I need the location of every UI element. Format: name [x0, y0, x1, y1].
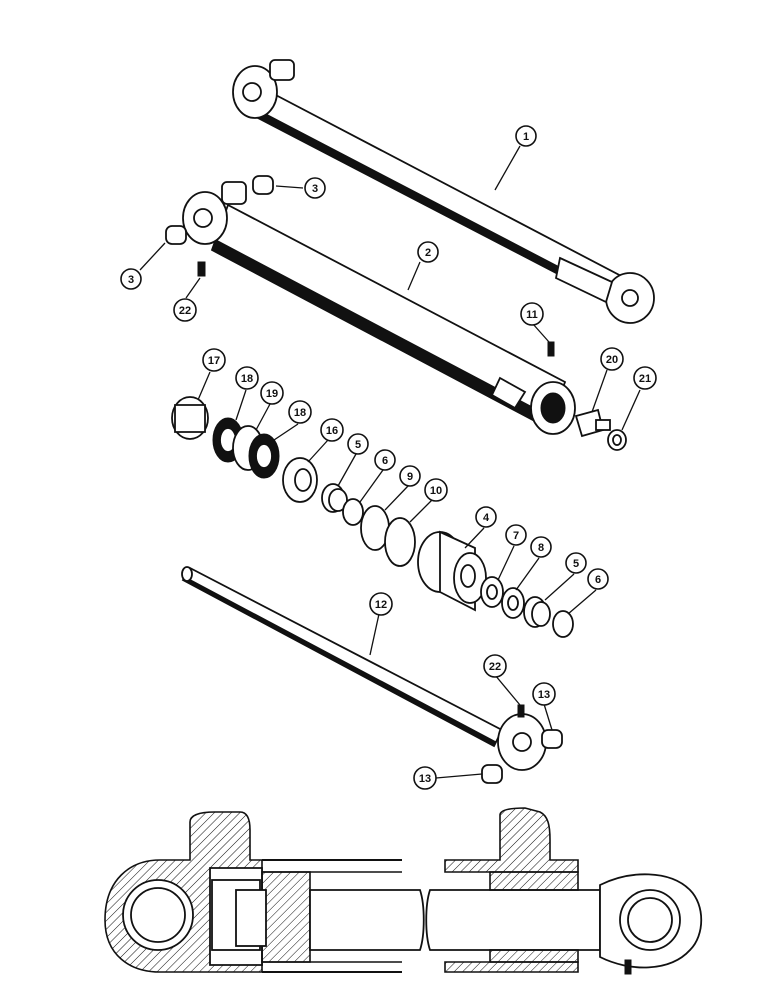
o-ring-6-left [342, 498, 364, 526]
svg-text:19: 19 [266, 388, 278, 400]
callout-22-rod: 22 [483, 654, 507, 678]
piston-rod [181, 566, 547, 771]
svg-text:1: 1 [523, 131, 529, 143]
svg-text:7: 7 [513, 530, 519, 542]
bushing-lower [165, 225, 187, 245]
callout-3-lower: 3 [120, 268, 142, 290]
svg-text:22: 22 [489, 661, 501, 673]
callout-3-upper: 3 [304, 177, 326, 199]
callout-5-left: 5 [347, 433, 369, 455]
callout-22-barrel: 22 [173, 298, 197, 322]
callout-9: 9 [399, 465, 421, 487]
svg-text:11: 11 [526, 309, 538, 321]
svg-text:13: 13 [419, 773, 431, 785]
svg-text:21: 21 [639, 373, 651, 385]
svg-text:10: 10 [430, 485, 442, 497]
rod-bushing-right [541, 729, 563, 749]
rod-bushing-left [481, 764, 503, 784]
callout-10: 10 [424, 478, 448, 502]
svg-text:13: 13 [538, 689, 550, 701]
callout-18-right: 18 [288, 400, 312, 424]
svg-text:22: 22 [179, 305, 191, 317]
svg-text:3: 3 [312, 183, 318, 195]
svg-text:5: 5 [573, 558, 579, 570]
callout-19: 19 [260, 381, 284, 405]
washer-21 [607, 429, 627, 451]
svg-text:6: 6 [382, 455, 388, 467]
svg-text:12: 12 [375, 599, 387, 611]
piston-seal-assembly [212, 417, 280, 479]
svg-text:5: 5 [355, 439, 361, 451]
svg-text:9: 9 [407, 471, 413, 483]
callout-8: 8 [530, 536, 552, 558]
callout-6-left: 6 [374, 449, 396, 471]
cross-section-view [104, 807, 703, 975]
callout-11: 11 [520, 302, 544, 326]
grease-fitting-barrel [197, 261, 206, 277]
callout-12: 12 [369, 592, 393, 616]
svg-text:18: 18 [294, 407, 306, 419]
cylinder-barrel [182, 181, 576, 435]
svg-text:2: 2 [425, 247, 431, 259]
o-ring-10 [384, 517, 416, 567]
piston-nut [171, 396, 209, 440]
callout-21: 21 [633, 366, 657, 390]
seal-8 [501, 587, 525, 619]
callout-5-right: 5 [565, 552, 587, 574]
callout-1: 1 [515, 125, 537, 147]
svg-text:8: 8 [538, 542, 544, 554]
bushing-upper [252, 175, 274, 195]
spacer-5-right [523, 596, 551, 628]
leader-lines [139, 145, 641, 779]
svg-text:16: 16 [326, 425, 338, 437]
callout-6-right: 6 [587, 568, 609, 590]
callout-13-left: 13 [413, 766, 437, 790]
seal-7 [480, 576, 504, 608]
svg-text:3: 3 [128, 274, 134, 286]
gland [417, 530, 487, 612]
callout-13-right: 13 [532, 682, 556, 706]
callout-17: 17 [202, 348, 226, 372]
callout-4: 4 [475, 506, 497, 528]
callout-18-left: 18 [235, 366, 259, 390]
fitting-11 [547, 341, 555, 357]
piston [282, 457, 318, 503]
svg-text:17: 17 [208, 355, 220, 367]
callout-2: 2 [417, 241, 439, 263]
svg-text:20: 20 [606, 354, 618, 366]
spacer-5-left [321, 483, 348, 513]
svg-text:18: 18 [241, 373, 253, 385]
callout-16: 16 [320, 418, 344, 442]
o-ring-6-right [552, 610, 574, 638]
svg-text:4: 4 [483, 512, 490, 524]
cylinder-assembly [232, 59, 655, 324]
elbow-fitting [574, 408, 611, 438]
svg-text:6: 6 [595, 574, 601, 586]
callout-20: 20 [600, 347, 624, 371]
callout-7: 7 [505, 524, 527, 546]
